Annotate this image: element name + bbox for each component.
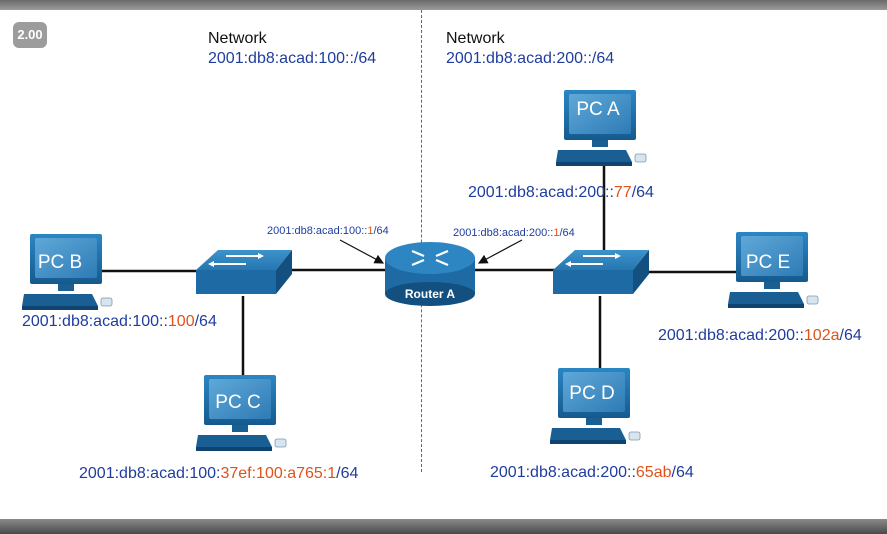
switch-right-icon[interactable]: [553, 250, 649, 294]
pc-c-icon: [196, 374, 287, 452]
pc-a[interactable]: PC A: [556, 89, 647, 167]
video-bottom-bar: [0, 519, 887, 534]
pc-b[interactable]: PC B: [22, 233, 113, 311]
video-top-bar: [0, 0, 887, 10]
pc-c[interactable]: PC C: [196, 374, 287, 452]
pc-d[interactable]: PC D: [550, 367, 641, 445]
left-network-prefix: 2001:db8:acad:100::/64: [208, 50, 377, 67]
pc-e[interactable]: PC E: [728, 231, 819, 309]
arrow-left-interface: [339, 239, 385, 264]
right-network-title: Network: [446, 30, 505, 47]
pc-a-label: PC A: [576, 99, 620, 120]
pc-d-icon: [550, 367, 641, 445]
pc-d-address: 2001:db8:acad:200::65ab/64: [490, 464, 694, 481]
router-left-interface-address: 2001:db8:acad:100::1/64: [267, 225, 389, 237]
pc-d-label: PC D: [569, 383, 614, 404]
pc-e-label: PC E: [746, 252, 790, 273]
left-network-title: Network: [208, 30, 267, 47]
router-right-interface-address: 2001:db8:acad:200::1/64: [453, 227, 575, 239]
pc-b-address: 2001:db8:acad:100::100/64: [22, 313, 217, 330]
pc-a-address: 2001:db8:acad:200::77/64: [468, 184, 654, 201]
router-a[interactable]: Router A: [385, 242, 475, 306]
switch-left-icon[interactable]: [196, 250, 292, 294]
pc-c-label: PC C: [215, 392, 260, 413]
pc-c-address: 2001:db8:acad:100:37ef:100:a765:1/64: [79, 465, 359, 482]
pc-b-label: PC B: [38, 252, 82, 273]
links: [100, 165, 738, 375]
network-divider: [421, 10, 422, 472]
arrow-right-interface: [477, 239, 523, 264]
router-label: Router A: [405, 287, 456, 301]
pc-e-address: 2001:db8:acad:200::102a/64: [658, 327, 862, 344]
right-network-prefix: 2001:db8:acad:200::/64: [446, 50, 615, 67]
router-arrows-icon: [411, 249, 449, 267]
playback-speed-badge[interactable]: 2.00: [13, 22, 47, 48]
